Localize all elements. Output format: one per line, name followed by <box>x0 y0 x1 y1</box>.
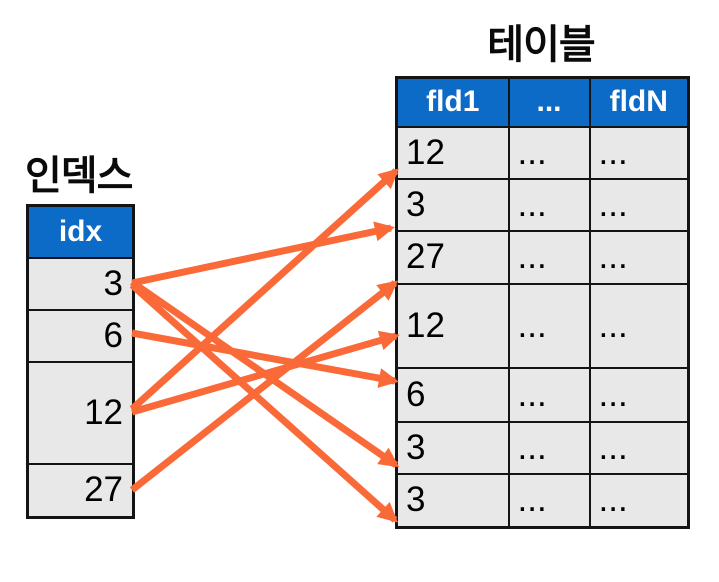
cell-mid: ... <box>507 472 591 529</box>
table-row: 12 ... ... <box>395 125 690 180</box>
cell-fld1: 3 <box>395 472 510 529</box>
cell-mid: ... <box>507 420 591 475</box>
index-title: 인덱스 <box>25 154 133 198</box>
cell-fld1: 12 <box>395 125 510 180</box>
cell-fldN: ... <box>588 472 690 529</box>
arrow-idx3-to-row6 <box>130 279 400 468</box>
table-title: 테이블 <box>487 23 595 67</box>
cell-mid: ... <box>507 282 591 369</box>
table-row: 3 ... ... <box>395 420 690 475</box>
index-cell-value: 6 <box>26 308 135 363</box>
cell-fld1: 6 <box>395 366 510 423</box>
table-header-fld1: fld1 <box>395 76 510 128</box>
arrow-idx27-to-row3 <box>129 280 399 493</box>
table-row: 12 ... ... <box>395 282 690 369</box>
cell-mid: ... <box>507 125 591 180</box>
index-row: 12 <box>26 360 135 465</box>
main-table: fld1 ... fldN 12 ... ... 3 ... ... 27 ..… <box>395 76 690 529</box>
table-header-mid: ... <box>507 76 591 128</box>
index-row: 3 <box>26 256 135 311</box>
table-header-fldN: fldN <box>588 76 690 128</box>
cell-fld1: 27 <box>395 229 510 285</box>
table-row: 3 ... ... <box>395 177 690 232</box>
cell-fldN: ... <box>588 125 690 180</box>
arrow-idx3-to-row2 <box>131 221 395 287</box>
table-row: 6 ... ... <box>395 366 690 423</box>
index-header-idx: idx <box>26 204 135 259</box>
arrow-idx12-to-row1 <box>129 168 399 412</box>
cell-mid: ... <box>507 177 591 232</box>
index-cell-value: 27 <box>26 462 135 519</box>
cell-mid: ... <box>507 229 591 285</box>
cell-fld1: 12 <box>395 282 510 369</box>
arrow-idx12-to-row4 <box>131 330 400 416</box>
cell-fldN: ... <box>588 420 690 475</box>
cell-fldN: ... <box>588 366 690 423</box>
cell-mid: ... <box>507 366 591 423</box>
index-table: idx 3 6 12 27 <box>26 204 135 519</box>
index-row: 6 <box>26 308 135 363</box>
index-row: 27 <box>26 462 135 519</box>
table-row: 3 ... ... <box>395 472 690 529</box>
index-cell-value: 12 <box>26 360 135 465</box>
table-row: 27 ... ... <box>395 229 690 285</box>
index-cell-value: 3 <box>26 256 135 311</box>
cell-fldN: ... <box>588 177 690 232</box>
cell-fld1: 3 <box>395 177 510 232</box>
cell-fldN: ... <box>588 229 690 285</box>
cell-fldN: ... <box>588 282 690 369</box>
arrow-idx6-to-row5 <box>131 329 399 388</box>
cell-fld1: 3 <box>395 420 510 475</box>
arrow-idx3-to-row7 <box>129 282 398 523</box>
